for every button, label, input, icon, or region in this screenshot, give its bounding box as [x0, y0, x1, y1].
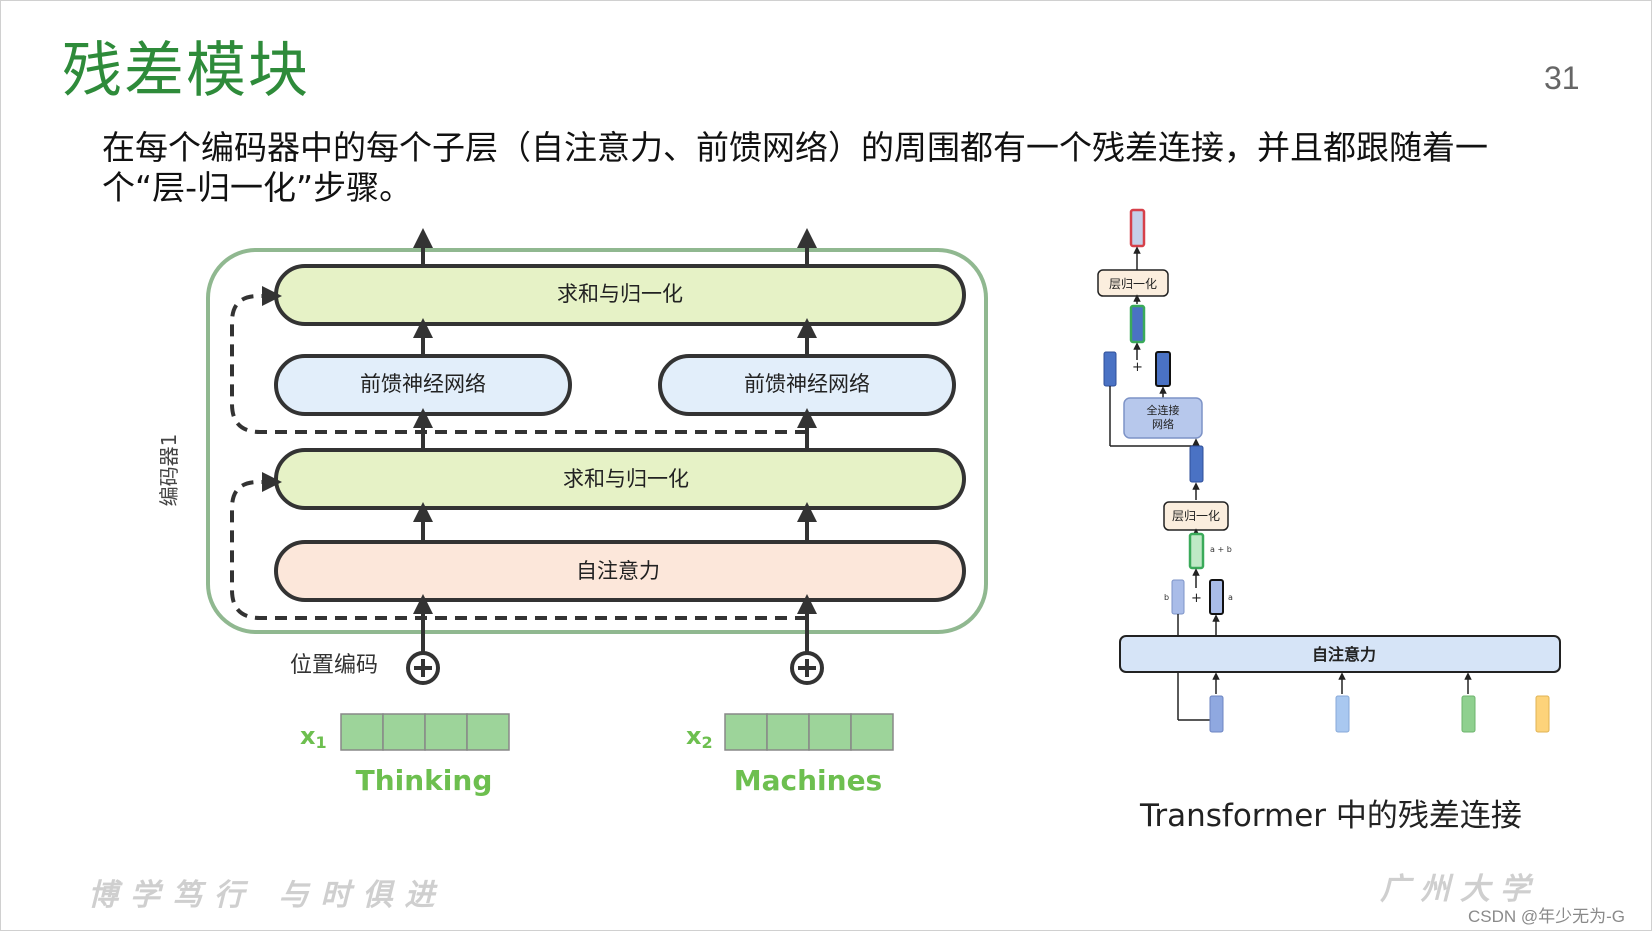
input-token-1 [1209, 695, 1224, 733]
ffn-left-label: 前馈神经网络 [360, 372, 486, 396]
self-attention-wide-box [1119, 635, 1561, 673]
right-diagram-caption: Transformer 中的残差连接 [1140, 798, 1522, 834]
sum-token-top [1129, 304, 1146, 344]
word-thinking: Thinking [356, 764, 493, 797]
page-number: 31 [1544, 60, 1580, 96]
ffn-output-token [1155, 351, 1171, 387]
residual-token-top-b [1103, 351, 1117, 387]
add-norm-top-label: 求和与归一化 [557, 282, 683, 306]
self-attention-box [274, 540, 966, 602]
ffn-right-label: 前馈神经网络 [744, 372, 870, 396]
add-circle-right [790, 651, 824, 685]
layer-norm-top-box [1097, 269, 1169, 297]
a-label: a [1228, 593, 1233, 602]
input-token-2 [1335, 695, 1350, 733]
plus-bottom: + [1191, 591, 1202, 606]
slide-title: 残差模块 [62, 36, 310, 106]
plus-top: + [1132, 360, 1143, 375]
sum-token-bottom [1188, 532, 1205, 570]
encoder-diagram: 编码器1 求和与归一化 前馈神经网络 前馈神经网络 求和与归一化 自注意力 位置… [157, 228, 988, 797]
university-name: 广州大学 [1380, 872, 1540, 907]
x2-embedding [724, 713, 894, 751]
add-norm-bottom-label: 求和与归一化 [563, 467, 689, 491]
fc-network-label-1: 全连接 [1147, 403, 1180, 417]
output-token [1129, 208, 1146, 248]
encoder-label: 编码器1 [157, 434, 181, 507]
layer-norm-mid-label: 层归一化 [1172, 509, 1220, 523]
self-attention-label: 自注意力 [576, 559, 660, 583]
slide-body-text: 在每个编码器中的每个子层（自注意力、前馈网络）的周围都有一个残差连接，并且都跟随… [102, 128, 1488, 207]
attention-output-token-a [1209, 579, 1224, 615]
fc-network-label-2: 网络 [1152, 417, 1174, 431]
x2-label: x2 [686, 722, 713, 752]
encoder-container [206, 248, 988, 634]
input-token-4 [1535, 695, 1550, 733]
csdn-watermark: CSDN @年少无为-G [1468, 907, 1626, 926]
x1-embedding [340, 713, 510, 751]
normed-token [1189, 445, 1204, 483]
position-encoding-label: 位置编码 [290, 653, 378, 678]
residual-diagram: 层归一化 + 全连接 网络 层归一化 a + b + b a 自注意力 [1097, 208, 1561, 733]
layer-norm-top-label: 层归一化 [1109, 277, 1157, 291]
fc-network-box [1123, 397, 1203, 439]
b-label: b [1164, 593, 1169, 602]
input-token-b [1171, 579, 1185, 615]
add-circle-left [406, 651, 440, 685]
self-attention-wide-label: 自注意力 [1312, 645, 1376, 664]
input-token-3 [1461, 695, 1476, 733]
word-machines: Machines [734, 764, 882, 797]
x1-label: x1 [300, 722, 327, 752]
university-motto: 博学笃行 与时俱进 [88, 878, 447, 913]
sum-label: a + b [1210, 545, 1232, 554]
